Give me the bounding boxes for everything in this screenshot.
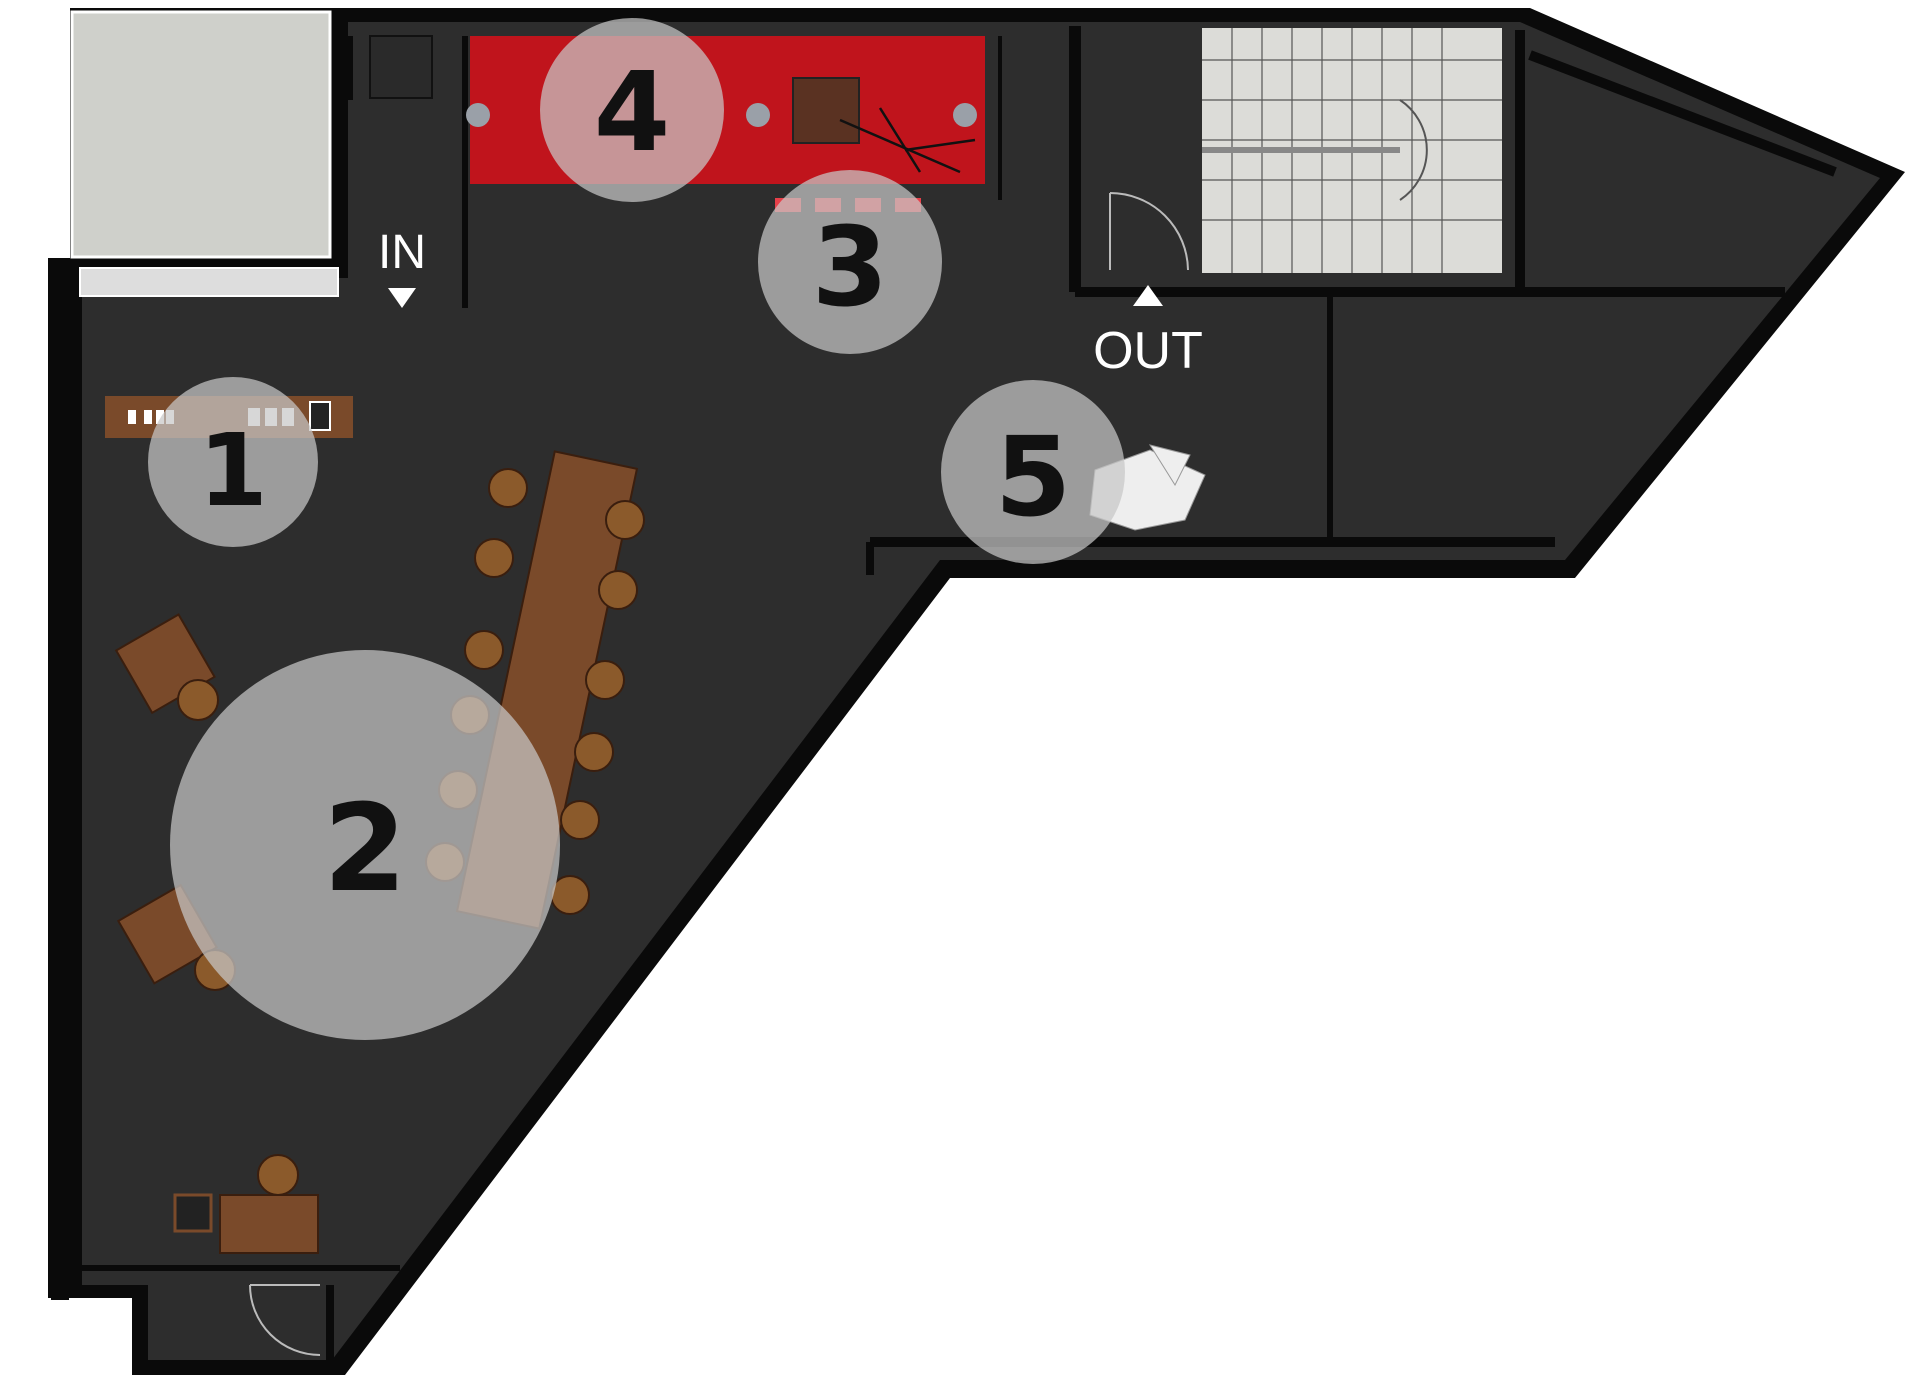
out-arrow-icon	[1133, 285, 1163, 306]
lower-door	[249, 1284, 321, 1356]
floor-area	[82, 22, 1880, 1360]
zone-2-number: 2	[323, 780, 407, 919]
zone-5-circle	[941, 380, 1125, 564]
zone-3-circle	[758, 170, 942, 354]
zone-1-circle	[148, 377, 318, 547]
zone-4-circle	[540, 18, 724, 202]
window-strip	[79, 267, 339, 297]
zone-1-number: 1	[198, 412, 268, 529]
zone-markers	[148, 18, 1125, 1040]
in-arrow-icon	[388, 288, 416, 308]
desk-bottom	[219, 1194, 319, 1254]
desk-chair	[257, 1154, 299, 1196]
zone-2-circle	[170, 650, 560, 1040]
stage-desk	[792, 77, 860, 144]
zone-4-number: 4	[594, 48, 671, 176]
zone-5-number: 5	[995, 413, 1072, 541]
cabinet	[369, 35, 433, 99]
staircase	[1202, 28, 1502, 273]
desk-chair	[177, 679, 219, 721]
stage-rope	[839, 107, 976, 174]
out-label: OUT	[1093, 322, 1203, 380]
in-label: IN	[378, 226, 426, 279]
zone-3-number: 3	[812, 203, 889, 331]
balcony	[70, 10, 332, 259]
exit-door	[1109, 192, 1189, 271]
stage-lights	[466, 103, 977, 127]
side-table	[173, 1193, 213, 1233]
